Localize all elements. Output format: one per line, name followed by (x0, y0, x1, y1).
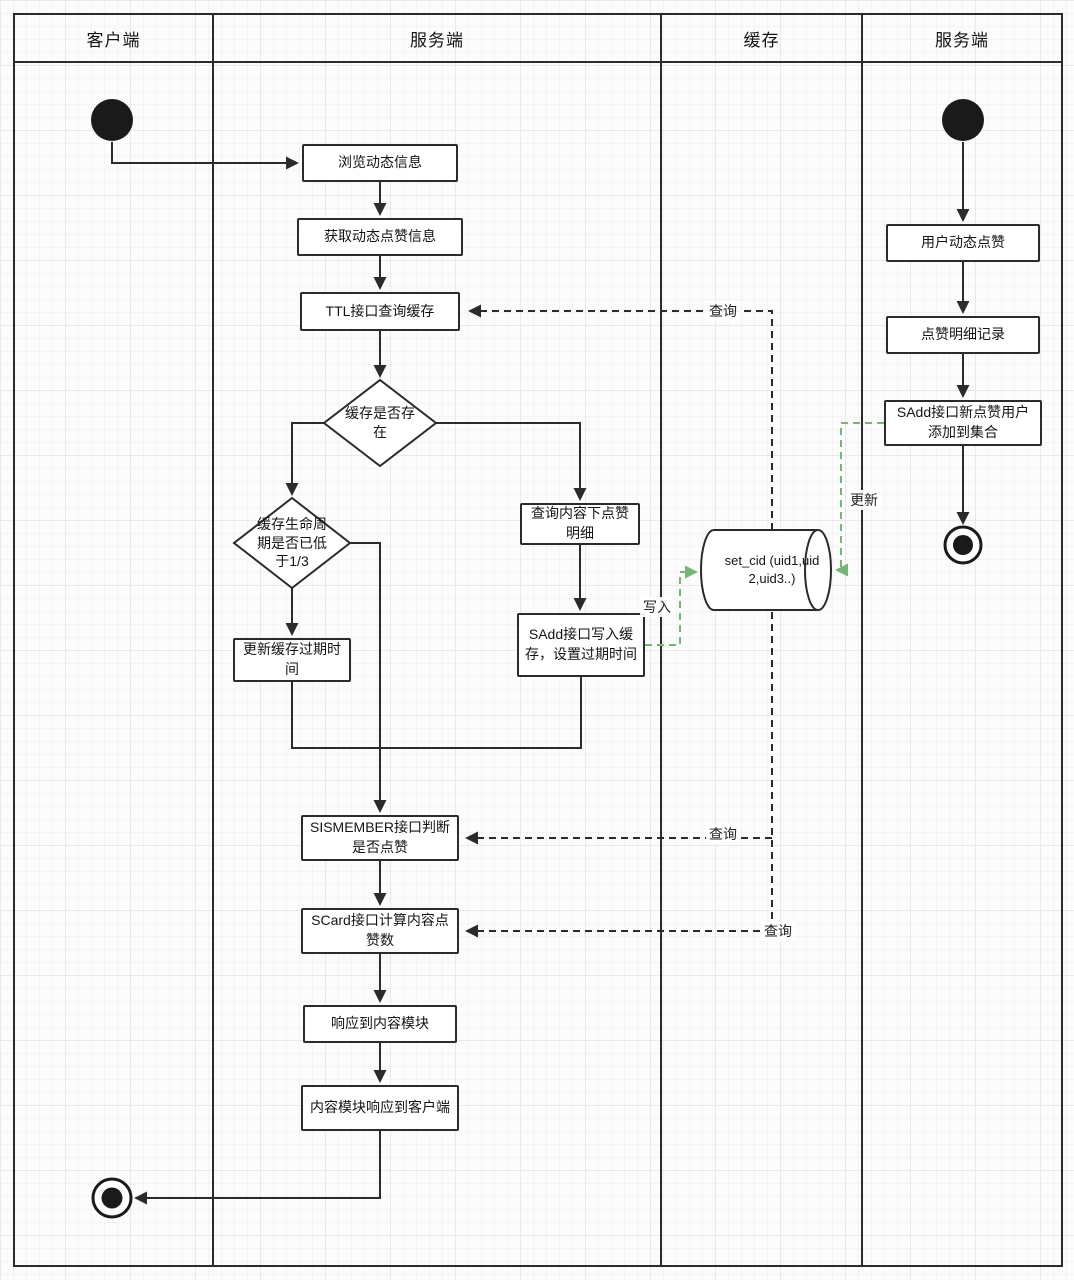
start-node-client (91, 99, 133, 141)
edge-write-to-cache (645, 565, 698, 646)
node-get-like-info: 获取动态点赞信息 (297, 218, 463, 256)
node-respond-client: 内容模块响应到客户端 (301, 1085, 459, 1131)
end-node-server2 (943, 525, 983, 565)
edge-label-update: 更新 (847, 490, 881, 510)
cache-cylinder (700, 529, 832, 611)
edge-label-query-scard: 查询 (761, 921, 795, 941)
edge-label-query-sismember: 查询 (706, 824, 740, 844)
cache-set-label: set_cid (uid1,uid2,uid3..) (724, 553, 820, 586)
node-sadd-new-user: SAdd接口新点赞用户添加到集合 (884, 400, 1042, 446)
lane-header-cache: 缓存 (743, 30, 780, 50)
node-ttl-query-cache: TTL接口查询缓存 (300, 292, 460, 331)
end-node-client (91, 1177, 133, 1219)
edge-label-write: 写入 (640, 597, 674, 617)
edge-respondclient-to-end (134, 1131, 381, 1205)
edge-start-to-browse (111, 142, 299, 170)
edge-label-query-ttl: 查询 (706, 301, 740, 321)
edge-decision-to-querydetail (436, 422, 587, 501)
decision-cache-lifetime-label: 缓存生命周期是否已低于1/3 (257, 515, 327, 570)
node-respond-content-module: 响应到内容模块 (303, 1005, 457, 1043)
lane-header-client: 客户端 (86, 30, 141, 50)
node-scard-count: SCard接口计算内容点赞数 (301, 908, 459, 954)
lane-header-server: 服务端 (410, 30, 464, 50)
lane-header-server2: 服务端 (935, 30, 989, 50)
edge-saddwrite-merge (380, 677, 582, 749)
node-like-detail-record: 点赞明细记录 (886, 316, 1040, 354)
decision-cache-exists (322, 378, 438, 468)
decision-cache-lifetime (232, 496, 352, 590)
cache-cylinder-cap (804, 529, 832, 611)
edge-cache-query-ttl (468, 304, 773, 530)
node-sadd-write-cache: SAdd接口写入缓存，设置过期时间 (517, 613, 645, 677)
node-user-like: 用户动态点赞 (886, 224, 1040, 262)
start-node-server2 (942, 99, 984, 141)
edge-update-to-cache (835, 422, 884, 577)
node-query-like-detail: 查询内容下点赞明细 (520, 503, 640, 545)
node-browse-feed: 浏览动态信息 (302, 144, 458, 182)
cache-cylinder-body (700, 529, 818, 611)
edge-update-merge (291, 682, 380, 749)
edge-decision-to-lifetime (285, 422, 324, 496)
decision-cache-exists-label: 缓存是否存在 (345, 405, 415, 440)
node-sismember-check: SISMEMBER接口判断是否点赞 (301, 815, 459, 861)
swimlane-frame (13, 13, 1063, 1267)
edge-lifetime-to-sismember (350, 542, 387, 813)
node-update-expire-time: 更新缓存过期时间 (233, 638, 351, 682)
